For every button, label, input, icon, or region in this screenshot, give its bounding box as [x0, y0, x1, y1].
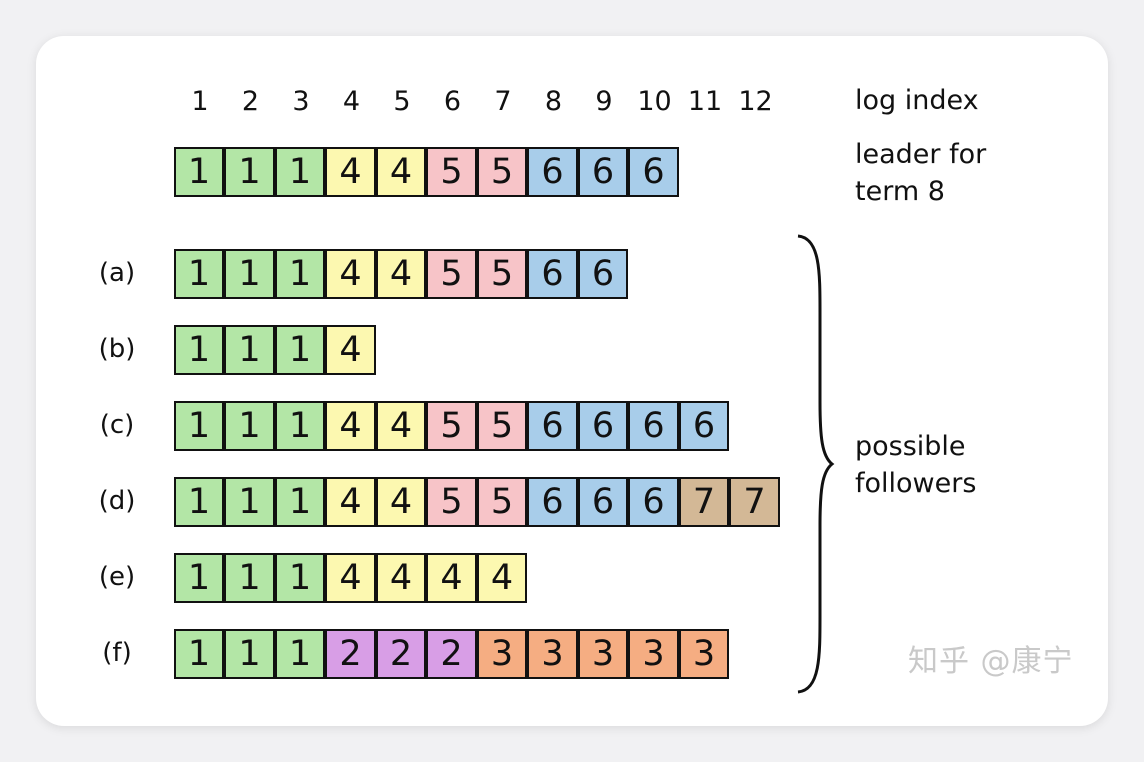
follower-d-entry-11: 7 — [678, 477, 730, 527]
follower-f-entry-2: 1 — [224, 629, 275, 679]
follower-brace — [797, 234, 835, 694]
leader-log-entry-3: 1 — [274, 147, 326, 197]
follower-a-entry-5: 4 — [375, 249, 427, 299]
follower-f-entry-4: 2 — [325, 629, 376, 679]
log-index-8: 8 — [544, 86, 563, 117]
follower-d-entry-2: 1 — [224, 477, 275, 527]
leader-log-entry-9: 6 — [577, 147, 629, 197]
follower-c-entry-2: 1 — [224, 401, 275, 451]
follower-c-entry-1: 1 — [173, 401, 225, 451]
follower-f-entry-7: 3 — [476, 629, 528, 679]
follower-f-entry-10: 3 — [628, 629, 679, 679]
leader-log-entry-8: 6 — [527, 147, 578, 197]
follower-d-entry-1: 1 — [173, 477, 225, 527]
follower-c-entry-7: 5 — [476, 401, 528, 451]
follower-label: (a) — [98, 258, 136, 288]
log-index-9: 9 — [595, 86, 613, 117]
follower-d-entry-8: 6 — [527, 477, 578, 527]
log-index-6: 6 — [443, 86, 462, 117]
leader-label-line1: leader for — [855, 139, 987, 170]
leader-log-entry-7: 5 — [476, 147, 528, 197]
follower-f-entry-6: 2 — [426, 629, 477, 679]
follower-d-entry-5: 4 — [375, 477, 427, 527]
follower-c-entry-10: 6 — [628, 401, 679, 451]
follower-a-entry-9: 6 — [577, 249, 629, 299]
follower-a-entry-2: 1 — [224, 249, 275, 299]
follower-a-entry-3: 1 — [274, 249, 326, 299]
follower-e-entry-7: 4 — [476, 553, 528, 603]
follower-e-entry-6: 4 — [426, 553, 477, 603]
follower-c-entry-6: 5 — [426, 401, 477, 451]
follower-f-entry-1: 1 — [173, 629, 225, 679]
follower-c-entry-8: 6 — [527, 401, 578, 451]
follower-c-entry-9: 6 — [577, 401, 629, 451]
follower-c-entry-11: 6 — [678, 401, 730, 451]
log-index-4: 4 — [342, 86, 361, 117]
leader-log-entry-4: 4 — [325, 147, 376, 197]
log-index-7: 7 — [494, 86, 512, 117]
leader-log-entry-2: 1 — [224, 147, 275, 197]
follower-c-entry-3: 1 — [274, 401, 326, 451]
follower-d-entry-6: 5 — [426, 477, 477, 527]
followers-label-line1: possible — [855, 431, 966, 462]
follower-a-entry-4: 4 — [325, 249, 376, 299]
follower-d-entry-10: 6 — [628, 477, 679, 527]
follower-e-entry-1: 1 — [173, 553, 225, 603]
follower-b-entry-1: 1 — [173, 325, 225, 375]
follower-label: (f) — [102, 638, 132, 668]
follower-e-entry-2: 1 — [224, 553, 275, 603]
log-index-1: 1 — [191, 86, 209, 117]
follower-label: (c) — [99, 410, 135, 440]
follower-label: (e) — [98, 562, 136, 592]
follower-d-entry-7: 5 — [476, 477, 528, 527]
follower-d-entry-9: 6 — [577, 477, 629, 527]
leader-log-entry-6: 5 — [426, 147, 477, 197]
leader-log-entry-5: 4 — [375, 147, 427, 197]
follower-e-entry-4: 4 — [325, 553, 376, 603]
leader-log-entry-1: 1 — [173, 147, 225, 197]
leader-log-entry-10: 6 — [628, 147, 679, 197]
follower-f-entry-5: 2 — [375, 629, 427, 679]
log-index-5: 5 — [393, 86, 411, 117]
follower-d-entry-3: 1 — [274, 477, 326, 527]
follower-f-entry-8: 3 — [527, 629, 578, 679]
follower-b-entry-3: 1 — [274, 325, 326, 375]
followers-label-line2: followers — [855, 468, 977, 499]
follower-e-entry-5: 4 — [375, 553, 427, 603]
follower-f-entry-9: 3 — [577, 629, 629, 679]
follower-f-entry-3: 1 — [274, 629, 326, 679]
follower-d-entry-12: 7 — [729, 477, 780, 527]
log-index-label: log index — [855, 85, 979, 116]
follower-d-entry-4: 4 — [325, 477, 376, 527]
log-index-3: 3 — [292, 86, 310, 117]
watermark: 知乎 @康宁 — [908, 644, 1074, 679]
follower-label: (d) — [98, 486, 136, 516]
follower-a-entry-7: 5 — [476, 249, 528, 299]
log-index-10: 10 — [637, 86, 672, 117]
follower-f-entry-11: 3 — [678, 629, 730, 679]
follower-b-entry-2: 1 — [224, 325, 275, 375]
follower-a-entry-8: 6 — [527, 249, 578, 299]
log-index-2: 2 — [241, 86, 260, 117]
follower-c-entry-4: 4 — [325, 401, 376, 451]
follower-e-entry-3: 1 — [274, 553, 326, 603]
follower-c-entry-5: 4 — [375, 401, 427, 451]
follower-label: (b) — [98, 334, 136, 364]
log-index-11: 11 — [687, 86, 723, 117]
follower-b-entry-4: 4 — [325, 325, 376, 375]
follower-a-entry-1: 1 — [173, 249, 225, 299]
leader-label-line2: term 8 — [855, 176, 945, 207]
log-index-12: 12 — [738, 86, 773, 117]
follower-a-entry-6: 5 — [426, 249, 477, 299]
